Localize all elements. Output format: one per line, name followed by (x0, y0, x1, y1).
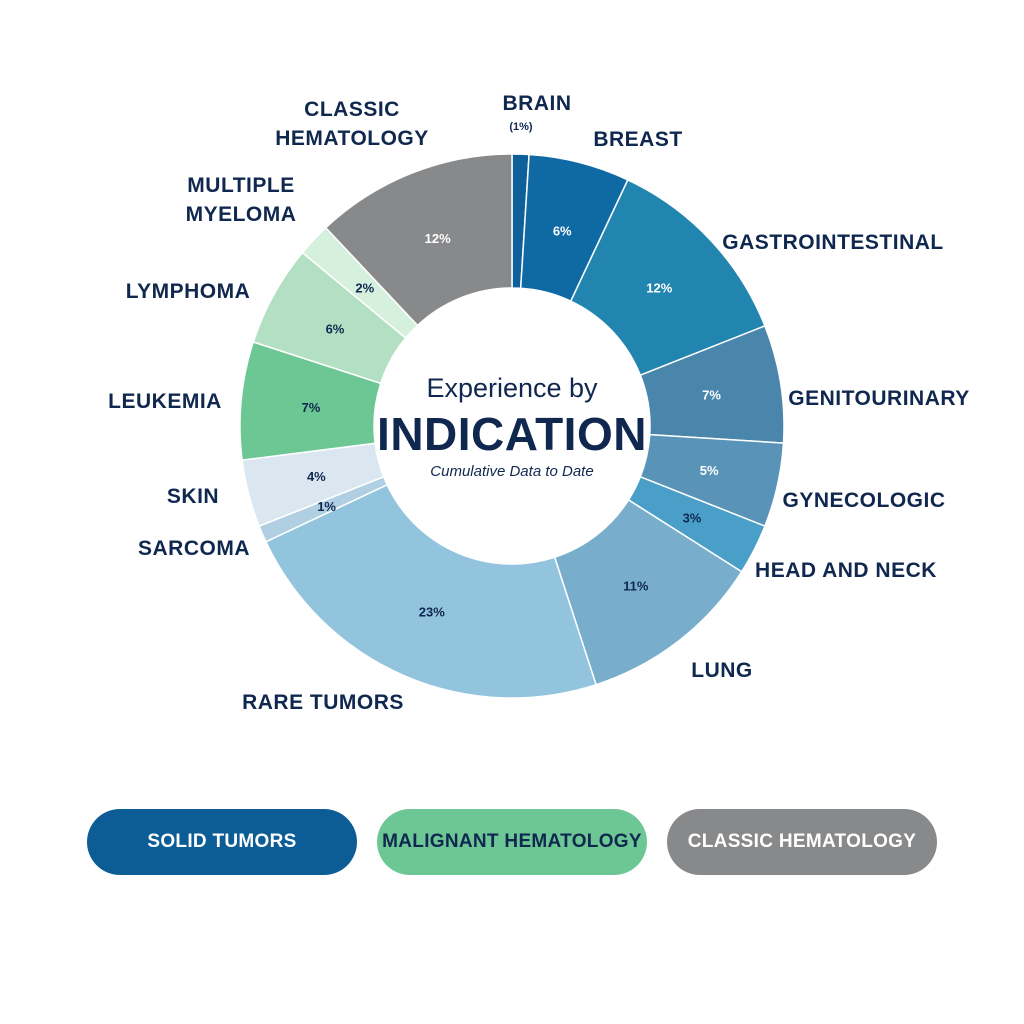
value-labels-layer: 6% 12% 7% 5% 3% 11% 23% 1% 4% 7% 6% 2% 12% (301, 223, 721, 619)
slice-value-label: 12% (425, 231, 451, 246)
category-label: GENITOURINARY (788, 387, 970, 410)
category-label: BRAIN (503, 92, 572, 115)
slice-value-label: 3% (683, 511, 702, 526)
center-title: Experience by (426, 373, 598, 403)
slice-value-label: 5% (700, 463, 719, 478)
category-label: GASTROINTESTINAL (722, 231, 944, 254)
legend-malignant-hematology: MALIGNANT HEMATOLOGY (377, 809, 647, 875)
category-label: SKIN (167, 485, 219, 508)
center-main-title: INDICATION (377, 408, 647, 460)
category-sublabel: (1%) (509, 121, 533, 133)
slices-layer (239, 153, 785, 699)
slice-value-label: 12% (646, 281, 672, 296)
legend-label: MALIGNANT HEMATOLOGY (382, 831, 642, 852)
category-label: SARCOMA (138, 537, 250, 560)
category-label: HEAD AND NECK (755, 559, 937, 582)
donut-hole (374, 288, 650, 564)
slice-value-label: 23% (419, 604, 445, 619)
category-label: GYNECOLOGIC (782, 489, 945, 512)
slice-value-label: 11% (623, 579, 649, 594)
legend-label: SOLID TUMORS (147, 831, 297, 852)
slice-value-label: 7% (301, 400, 320, 415)
slice-value-label: 7% (702, 387, 721, 402)
legend-classic-hematology: CLASSIC HEMATOLOGY (667, 809, 937, 875)
center-subtitle: Cumulative Data to Date (430, 463, 593, 480)
slice-value-label: 6% (553, 223, 572, 238)
category-label: LYMPHOMA (126, 280, 251, 303)
category-label: BREAST (593, 128, 682, 151)
legend-solid-tumors: SOLID TUMORS (87, 809, 357, 875)
slice-value-label: 4% (307, 469, 326, 484)
slice-value-label: 6% (326, 322, 345, 337)
legend-label: CLASSIC HEMATOLOGY (687, 831, 917, 852)
category-label: LEUKEMIA (108, 390, 222, 413)
category-label: RARE TUMORS (242, 691, 404, 714)
category-labels-layer: BRAIN (1%) BREAST GASTROINTESTINAL GENITOURI… (108, 92, 970, 714)
slice-value-label: 1% (317, 499, 336, 514)
slice-value-label: 2% (355, 281, 374, 296)
category-label: LUNG (691, 659, 753, 682)
